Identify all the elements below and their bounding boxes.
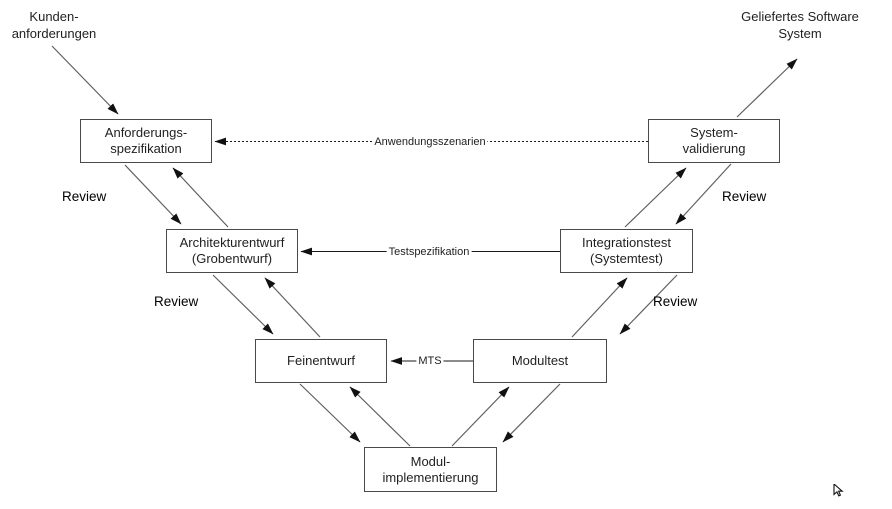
box-label-line: Feinentwurf xyxy=(287,353,355,368)
customer-requirements-line2: anforderungen xyxy=(11,26,97,41)
customer-requirements-label: Kunden- anforderungen xyxy=(4,8,104,42)
box-label-line: (Grobentwurf) xyxy=(191,251,273,266)
box-label-line: Integrationstest xyxy=(582,235,671,250)
mouse-cursor-icon xyxy=(833,484,844,497)
box-label-line: implementierung xyxy=(382,469,479,485)
box-label-line: Anforderungs- xyxy=(104,125,188,140)
review-label-right-top: Review xyxy=(722,189,767,204)
box-label-line: (Systemtest) xyxy=(590,251,663,266)
box-label-line: spezifikation xyxy=(110,141,182,156)
delivered-system-line1: Geliefertes Software xyxy=(741,9,859,24)
review-label-left-top: Review xyxy=(62,189,107,204)
box-module-implementation: Modul- implementierung xyxy=(364,447,497,492)
v-shape-arrows xyxy=(51,45,798,447)
box-module-test: Modultest xyxy=(473,339,607,383)
delivered-system-label: Geliefertes Software System xyxy=(724,8,876,42)
test-specification-connector-label: Testspezifikation xyxy=(386,246,472,258)
mts-connector-label: MTS xyxy=(416,355,444,367)
box-label-line: Architekturentwurf xyxy=(179,235,285,250)
review-label-right-mid: Review xyxy=(653,294,698,309)
box-label-line: Modultest xyxy=(511,353,569,368)
box-architecture-design: Architekturentwurf (Grobentwurf) xyxy=(166,229,298,273)
review-label-left-mid: Review xyxy=(154,294,199,309)
box-label-line: Modul- xyxy=(410,453,451,469)
box-integration-test: Integrationstest (Systemtest) xyxy=(560,229,693,273)
box-label-line: validierung xyxy=(682,141,746,156)
box-system-validation: System- validierung xyxy=(648,119,780,163)
box-detailed-design: Feinentwurf xyxy=(255,339,387,383)
box-label-line: System- xyxy=(690,125,738,140)
customer-requirements-line1: Kunden- xyxy=(29,9,79,24)
delivered-system-line2: System xyxy=(778,26,822,41)
box-requirements-specification: Anforderungs- spezifikation xyxy=(80,119,212,163)
application-scenarios-connector-label: Anwendungsszenarien xyxy=(372,136,488,148)
